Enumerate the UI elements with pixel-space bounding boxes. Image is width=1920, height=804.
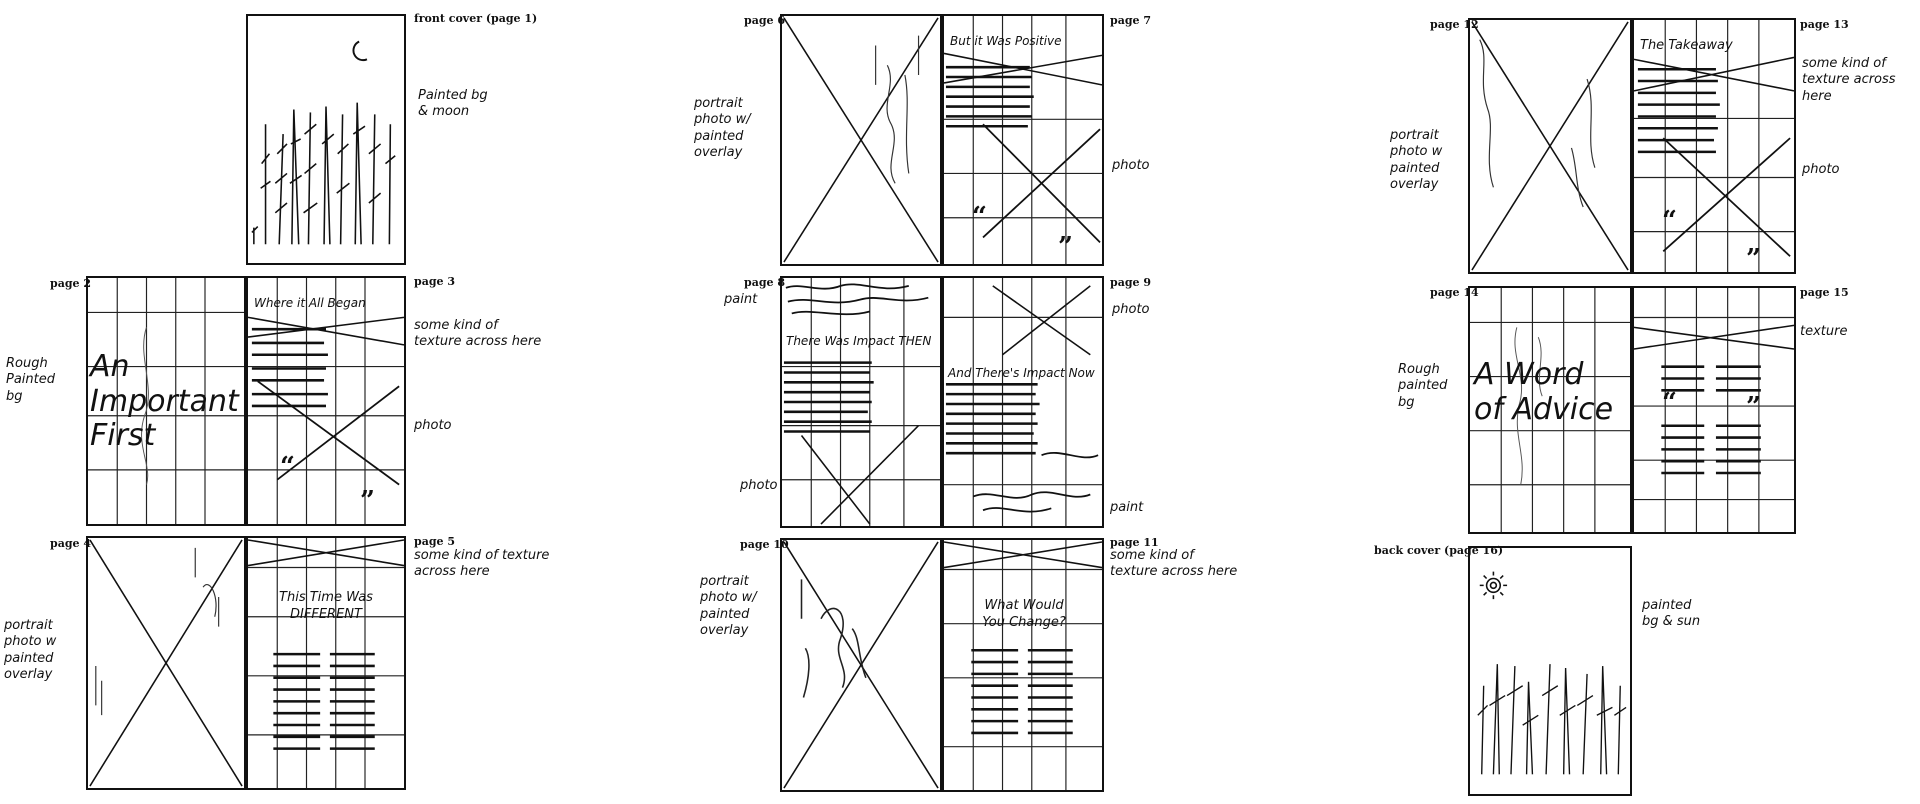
- note-page-13-photo: photo: [1802, 162, 1840, 177]
- label-page-6: page 6: [744, 14, 785, 27]
- label-page-11: page 11: [1110, 536, 1159, 549]
- page-12-sketch: [1471, 21, 1629, 271]
- page-5-panel: This Time Was DIFFERENT: [246, 536, 406, 790]
- note-page-5: some kind of texture across here: [414, 548, 550, 580]
- page-7-open-quote: “: [972, 202, 987, 232]
- page-8-sketch: [782, 278, 940, 526]
- page-3-heading: Where it All Began: [254, 296, 366, 310]
- page-5-heading: This Time Was DIFFERENT: [279, 590, 373, 622]
- page-2-title: An Important First: [90, 349, 239, 453]
- page-13-open-quote: “: [1662, 206, 1677, 236]
- page-9-sketch: [944, 278, 1102, 526]
- label-page-13: page 13: [1800, 18, 1849, 31]
- label-page-8: page 8: [744, 276, 785, 289]
- page-6-sketch: [783, 17, 939, 263]
- page-15-close-quote: ”: [1746, 392, 1761, 422]
- page-15-panel: “ ”: [1632, 286, 1796, 534]
- page-8-panel: There Was Impact THEN: [780, 276, 942, 528]
- back-cover-sketch: [1477, 571, 1627, 775]
- page-15-open-quote: “: [1662, 388, 1677, 418]
- page-10-sketch: [783, 541, 939, 789]
- label-page-12: page 12: [1430, 18, 1479, 31]
- note-page-9-paint: paint: [1110, 500, 1144, 515]
- note-page-3-texture: some kind of texture across here: [414, 318, 542, 350]
- label-page-2: page 2: [50, 277, 91, 290]
- front-cover-panel: [246, 14, 406, 265]
- note-page-14: Rough painted bg: [1398, 362, 1448, 410]
- page-9-heading: And There's Impact Now: [948, 366, 1095, 380]
- label-page-9: page 9: [1110, 276, 1151, 289]
- label-page-7: page 7: [1110, 14, 1151, 27]
- front-cover-sketch: [251, 40, 396, 245]
- page-12-panel: [1468, 18, 1632, 274]
- page-8-heading: There Was Impact THEN: [786, 334, 932, 348]
- label-front-cover: front cover (page 1): [414, 12, 538, 25]
- label-page-10: page 10: [740, 538, 789, 551]
- note-page-10: portrait photo w/ painted overlay: [700, 574, 757, 638]
- page-4-sketch: [89, 539, 243, 787]
- page-14-sketch: [1470, 288, 1630, 532]
- note-page-8-photo: photo: [740, 478, 778, 493]
- note-page-9-photo: photo: [1112, 302, 1150, 317]
- page-13-panel: The Takeaway “ ”: [1632, 18, 1796, 274]
- label-page-15: page 15: [1800, 286, 1849, 299]
- page-5-sketch: [248, 538, 404, 788]
- note-page-3-photo: photo: [414, 418, 452, 433]
- note-page-11: some kind of texture across here: [1110, 548, 1238, 580]
- page-13-close-quote: ”: [1746, 244, 1761, 274]
- label-page-5: page 5: [414, 535, 455, 548]
- page-9-panel: And There's Impact Now: [942, 276, 1104, 528]
- page-7-sketch: [944, 16, 1102, 264]
- note-page-8-paint: paint: [724, 292, 758, 307]
- label-page-14: page 14: [1430, 286, 1479, 299]
- page-13-sketch: [1634, 20, 1794, 272]
- page-7-close-quote: ”: [1058, 232, 1073, 262]
- note-page-13-texture: some kind of texture across here: [1802, 56, 1896, 104]
- page-2-panel: An Important First: [86, 276, 246, 526]
- page-7-panel: But it Was Positive “ ”: [942, 14, 1104, 266]
- page-15-sketch: [1634, 288, 1794, 532]
- note-front-cover: Painted bg & moon: [418, 88, 488, 120]
- page-11-sketch: [944, 540, 1102, 790]
- label-page-4: page 4: [50, 537, 91, 550]
- page-7-heading: But it Was Positive: [950, 34, 1062, 48]
- page-4-panel: [86, 536, 246, 790]
- note-page-2: Rough Painted bg: [6, 356, 56, 404]
- page-11-panel: What Would You Change?: [942, 538, 1104, 792]
- page-13-heading: The Takeaway: [1640, 38, 1733, 53]
- page-2-sketch: [88, 278, 244, 524]
- note-page-15: texture: [1800, 324, 1848, 339]
- label-back-cover: back cover (page 16): [1374, 544, 1504, 557]
- note-page-6: portrait photo w/ painted overlay: [694, 96, 751, 160]
- page-3-open-quote: “: [280, 452, 295, 482]
- page-3-close-quote: ”: [360, 486, 375, 516]
- page-10-panel: [780, 538, 942, 792]
- back-cover-panel: [1468, 546, 1632, 796]
- page-6-panel: [780, 14, 942, 266]
- page-3-sketch: [248, 278, 404, 524]
- note-back-cover: painted bg & sun: [1642, 598, 1701, 630]
- note-page-7: photo: [1112, 158, 1150, 173]
- note-page-12: portrait photo w painted overlay: [1390, 128, 1443, 192]
- label-page-3: page 3: [414, 275, 455, 288]
- page-3-panel: Where it All Began “ ”: [246, 276, 406, 526]
- note-page-4: portrait photo w painted overlay: [4, 618, 57, 682]
- page-14-title: A Word of Advice: [1474, 357, 1614, 427]
- page-14-panel: A Word of Advice: [1468, 286, 1632, 534]
- page-11-heading: What Would You Change?: [982, 598, 1066, 630]
